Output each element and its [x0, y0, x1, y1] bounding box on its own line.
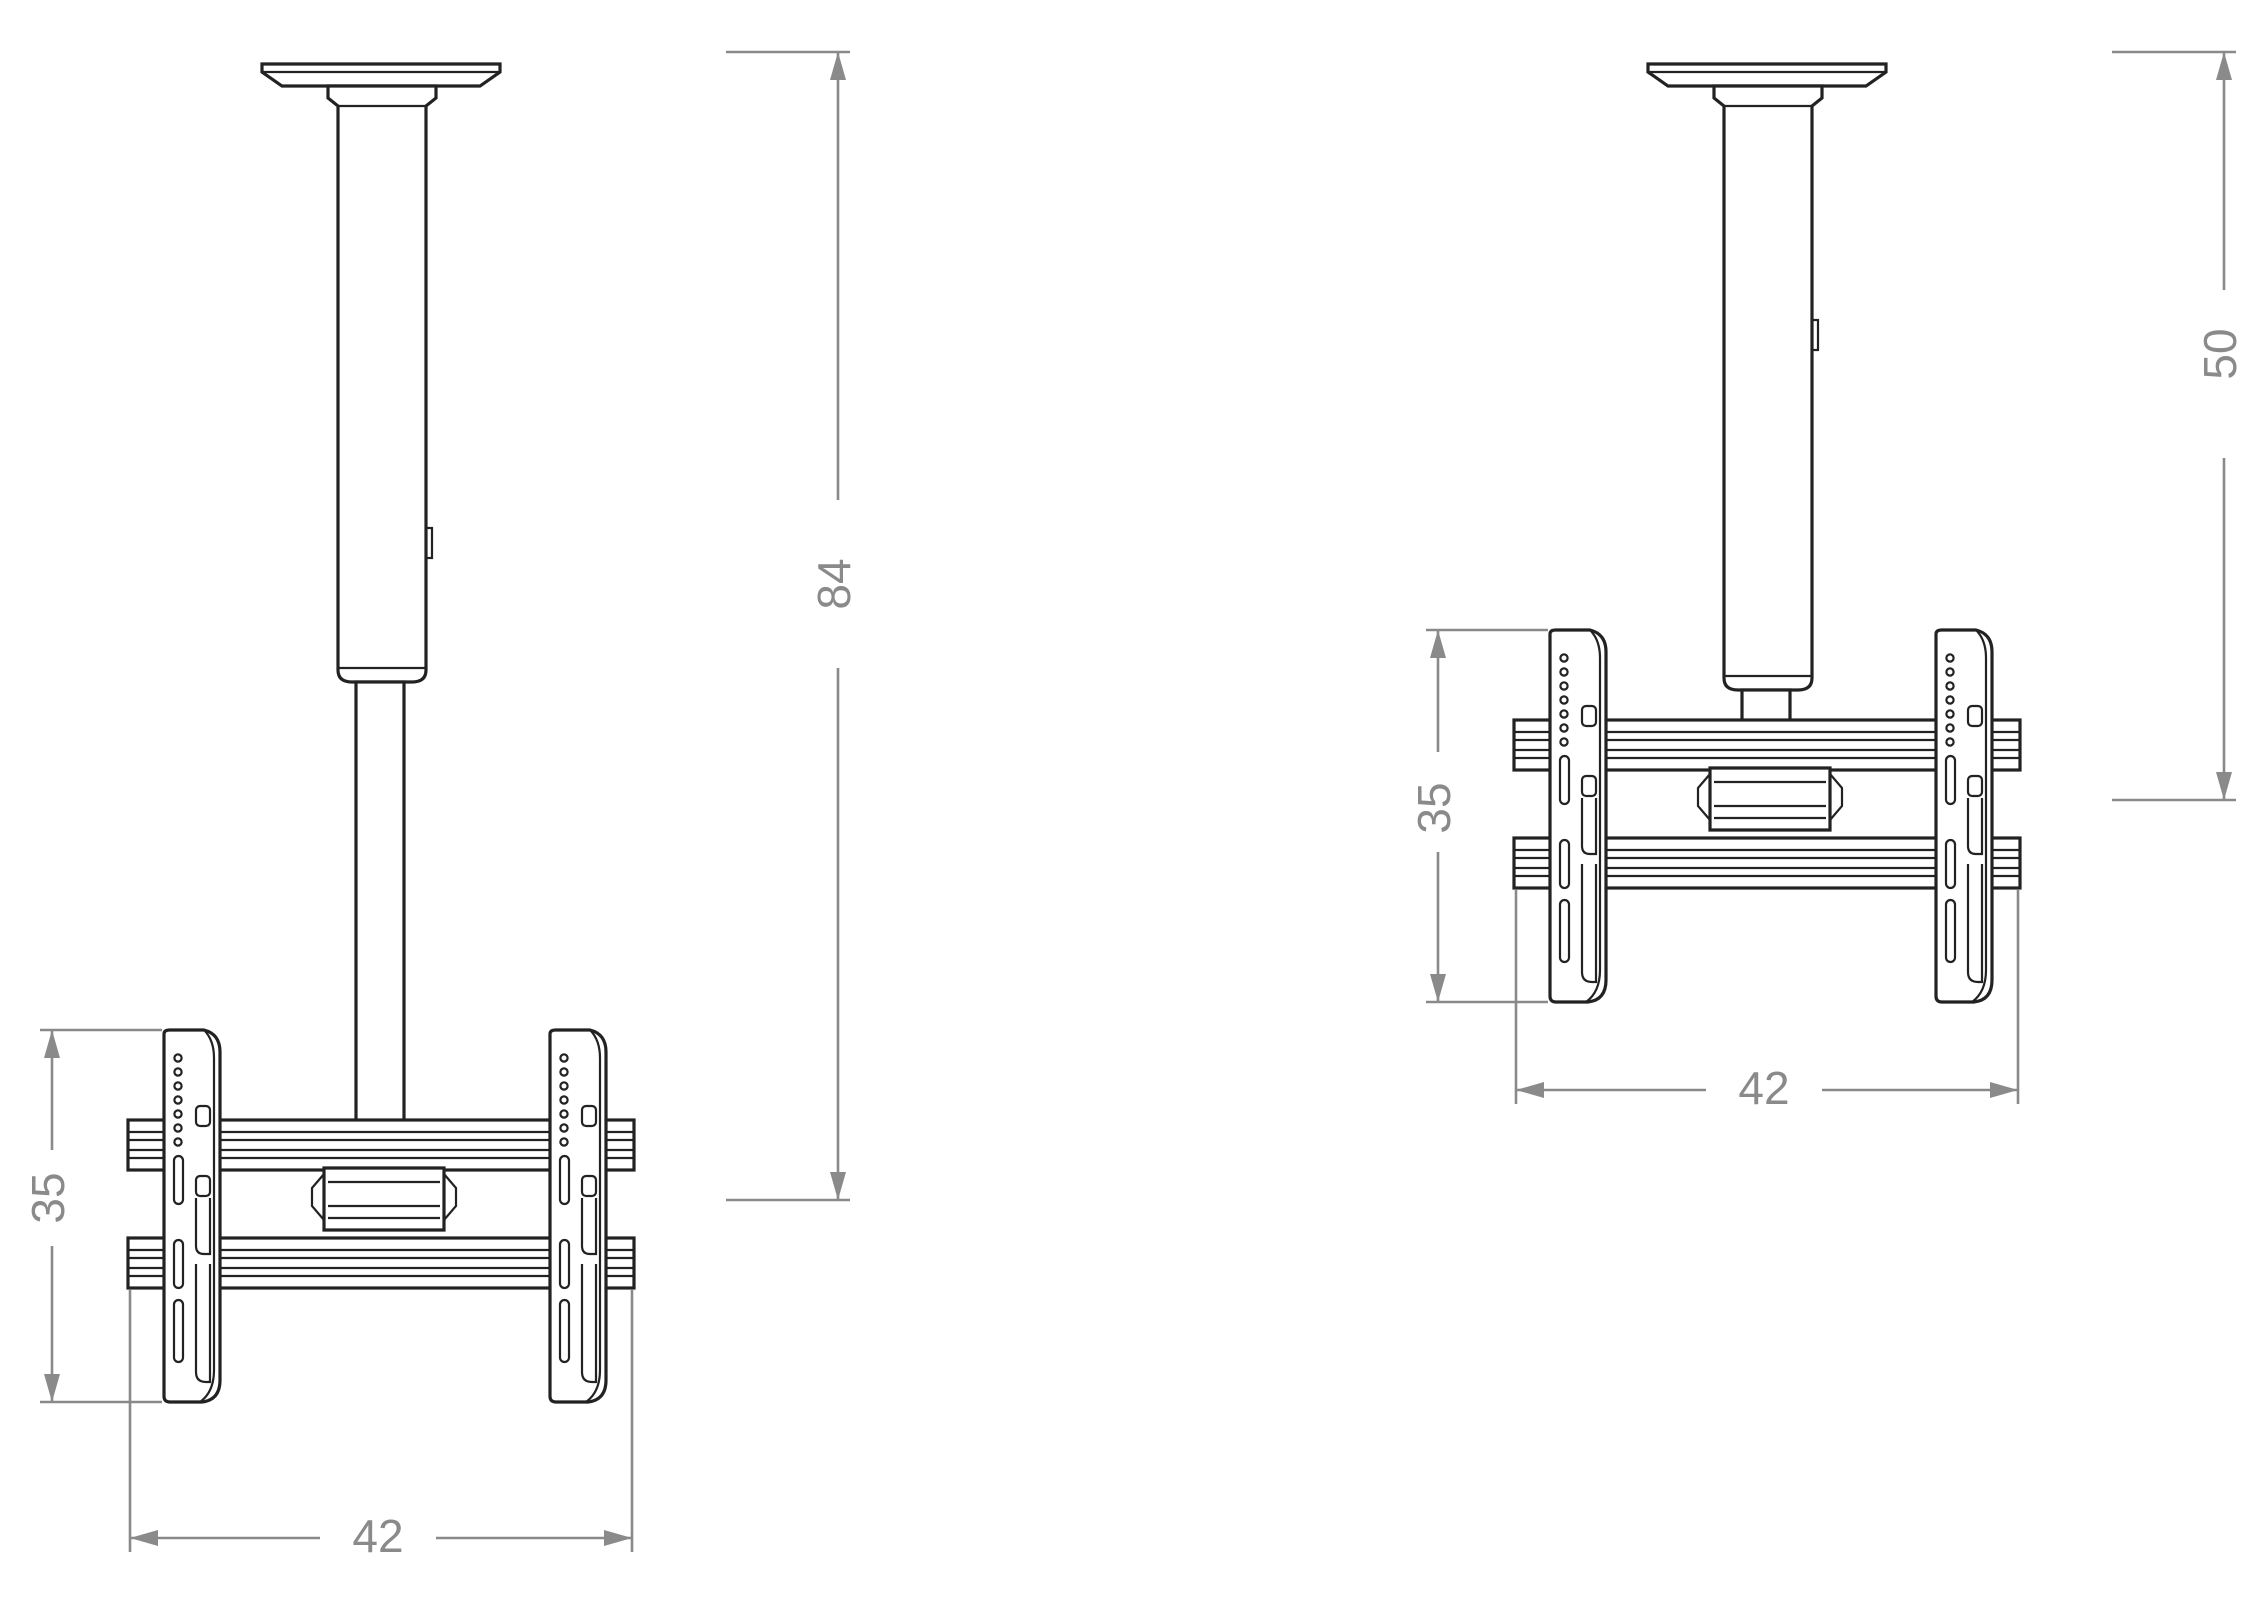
dimension-label-42-right: 42	[1738, 1062, 1789, 1114]
dimension-total-height-right: 50	[2112, 50, 2246, 802]
dimension-bracket-width-right: 42	[1514, 890, 2020, 1114]
dimension-label-42-left: 42	[352, 1510, 403, 1562]
dimension-total-height-left: 84	[726, 50, 860, 1202]
dimension-label-50: 50	[2194, 328, 2246, 379]
retracted-mount	[1514, 62, 2020, 1002]
dimension-bracket-height-left: 35	[22, 1028, 162, 1404]
dimension-label-84: 84	[808, 558, 860, 609]
extended-mount	[128, 62, 634, 1402]
dimension-bracket-width-left: 42	[128, 1290, 634, 1562]
dimension-label-35-left: 35	[22, 1172, 74, 1223]
dimension-bracket-height-right: 35	[1408, 628, 1548, 1004]
dimension-label-35-right: 35	[1408, 782, 1460, 833]
